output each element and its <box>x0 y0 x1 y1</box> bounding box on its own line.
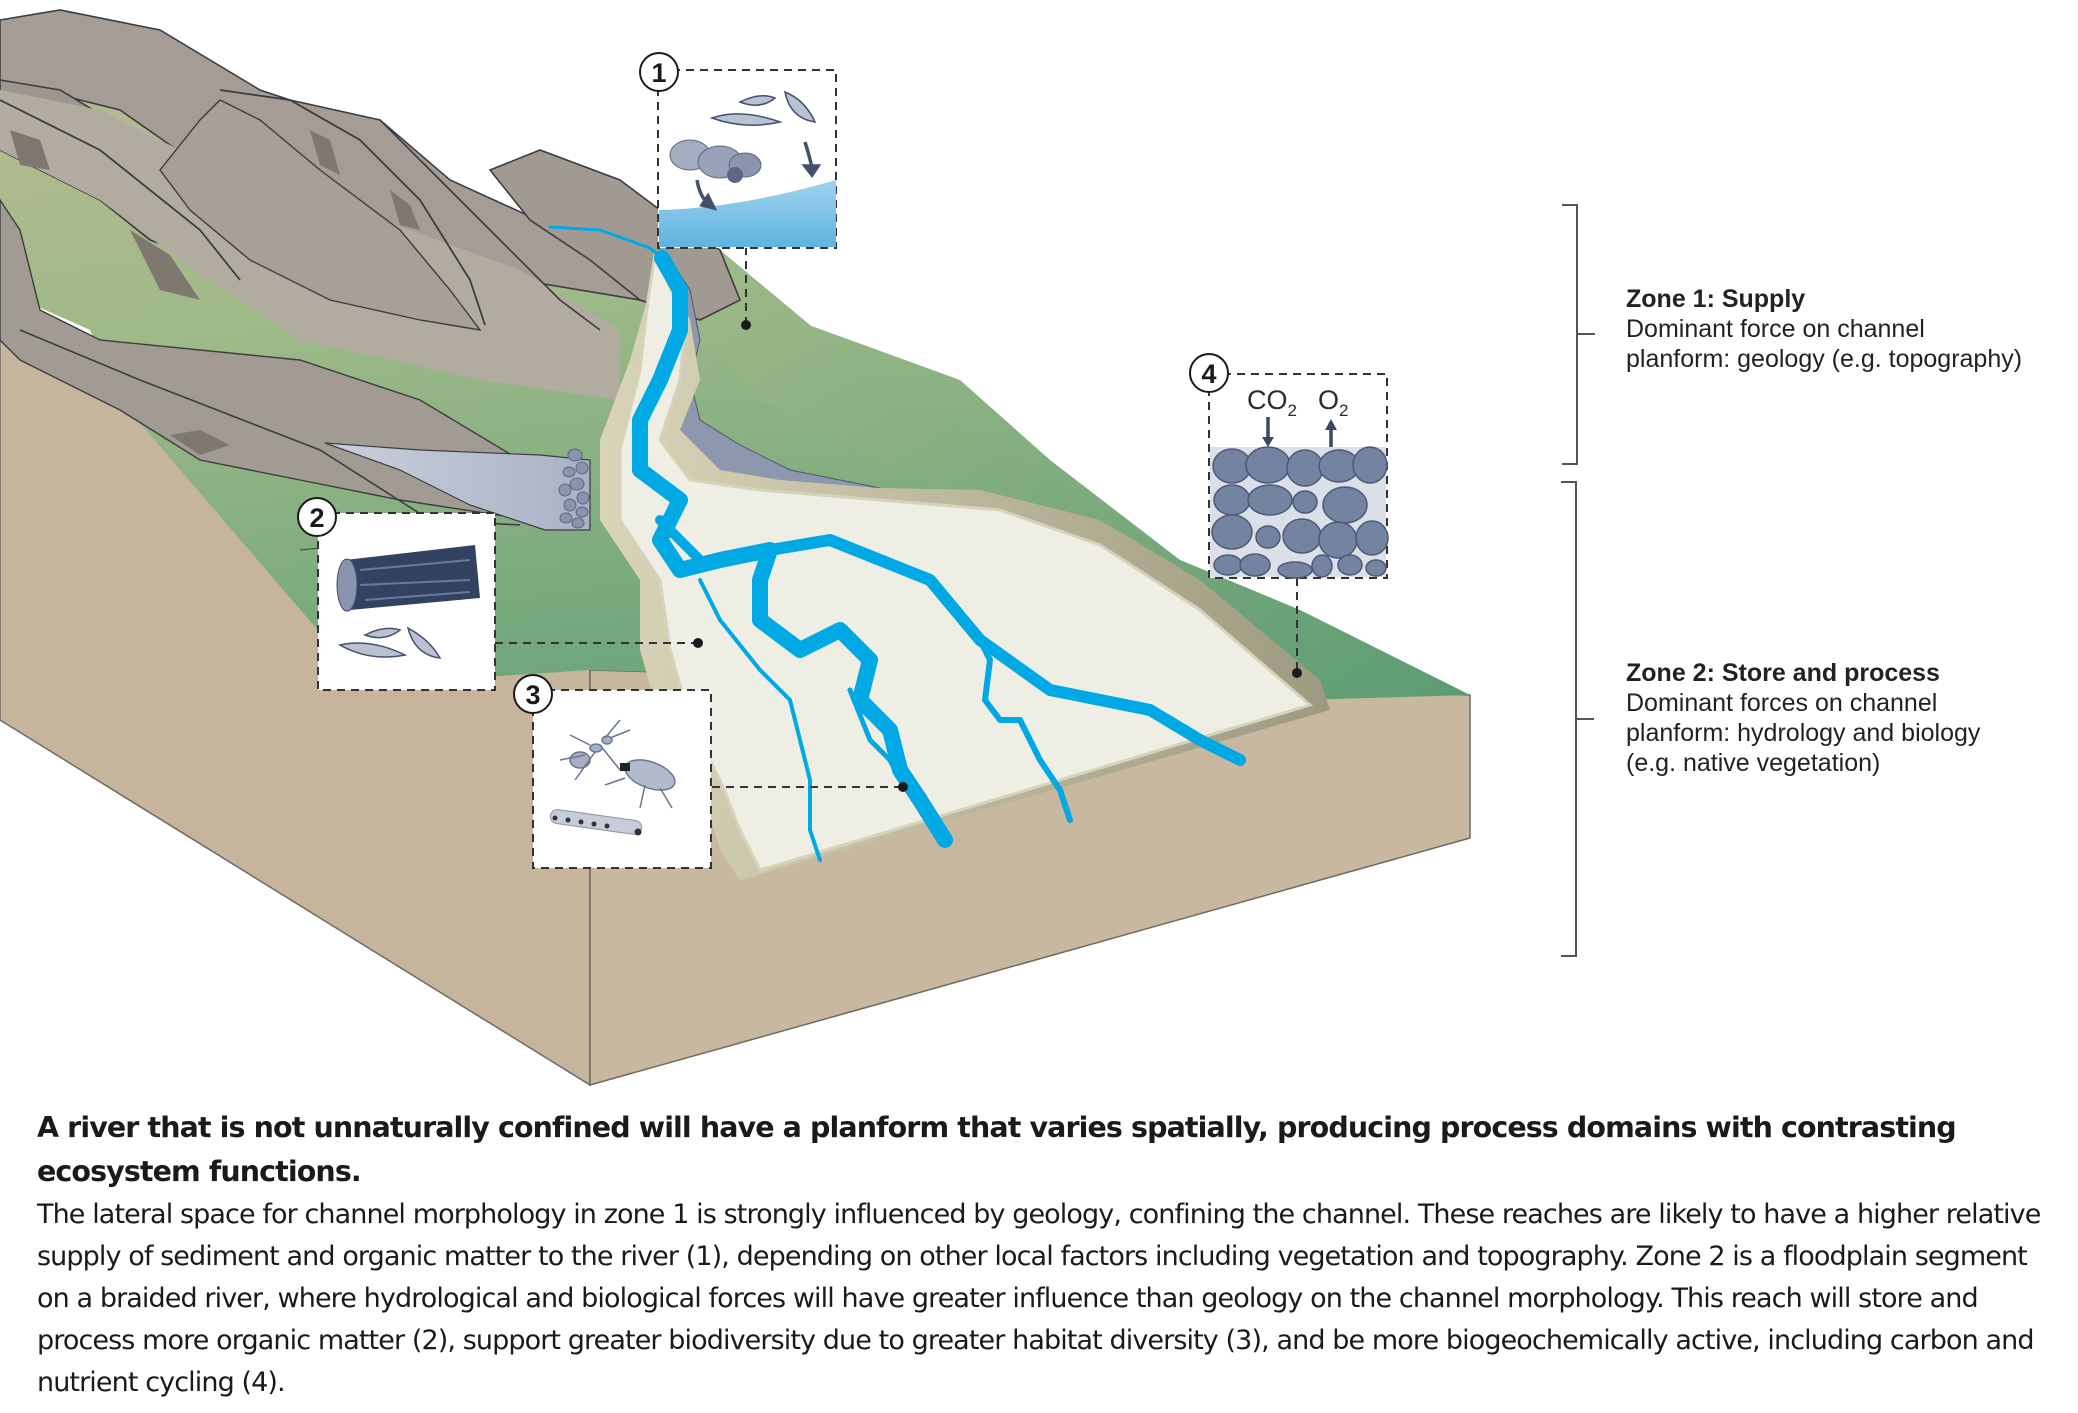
inset-2-number: 2 <box>309 503 324 533</box>
gravel-icon <box>1211 446 1389 579</box>
leaves-icon <box>337 626 442 659</box>
beetle-icon <box>604 759 676 809</box>
inset-4-biogeochemical: CO2 O2 4 <box>1189 353 1389 579</box>
water-icon <box>659 180 836 247</box>
zone-brackets <box>1561 204 1595 957</box>
inset-4-number: 4 <box>1201 359 1216 389</box>
zone-1-bracket <box>1562 204 1595 465</box>
co2-label: CO2 <box>1247 385 1297 420</box>
caption-title: A river that is not unnaturally confined… <box>37 1111 1957 1188</box>
river-channels <box>548 225 1246 862</box>
larva-icon <box>549 809 643 836</box>
inset-3-number: 3 <box>525 680 540 710</box>
leaves-icon <box>709 90 817 126</box>
inset-2-badge <box>297 497 337 537</box>
rocks-icon <box>669 139 762 183</box>
inset-1-number: 1 <box>651 58 666 88</box>
inset-4-badge <box>1189 353 1229 393</box>
leader-lines <box>495 247 1298 788</box>
zone-1-description: Dominant force on channel planform: geol… <box>1626 315 2023 373</box>
leader-dots <box>693 320 1302 792</box>
figure-caption: A river that is not unnaturally confined… <box>37 1106 2047 1404</box>
zone-2-title: Zone 2: Store and process <box>1626 659 1940 687</box>
zone-2-description: Dominant forces on channel planform: hyd… <box>1626 689 1981 777</box>
zone-2-label: Zone 2: Store and process Dominant force… <box>1626 658 1980 778</box>
river-planform-illustration: 1 2 <box>0 9 1595 1087</box>
mountain-range <box>0 9 742 581</box>
down-arrow-icon <box>695 141 822 211</box>
zone-1-label: Zone 1: Supply Dominant force on channel… <box>1626 284 2022 374</box>
down-arrow-icon <box>1262 417 1274 447</box>
caption-body: The lateral space for channel morphology… <box>37 1199 2041 1398</box>
zone-1-title: Zone 1: Supply <box>1626 285 1806 313</box>
inset-1-sediment-supply: 1 <box>639 52 837 249</box>
tributary-gravel-fan <box>324 442 591 531</box>
o2-label: O2 <box>1318 385 1348 420</box>
zone-2-bracket <box>1561 481 1594 957</box>
up-arrow-icon <box>1325 419 1337 447</box>
inset-3-badge <box>513 674 553 714</box>
inset-3-biodiversity: 3 <box>513 674 712 869</box>
inset-1-badge <box>639 52 679 92</box>
log-icon <box>336 545 480 612</box>
inset-2-organic-matter: 2 <box>297 497 496 691</box>
ant-icon <box>559 719 631 781</box>
